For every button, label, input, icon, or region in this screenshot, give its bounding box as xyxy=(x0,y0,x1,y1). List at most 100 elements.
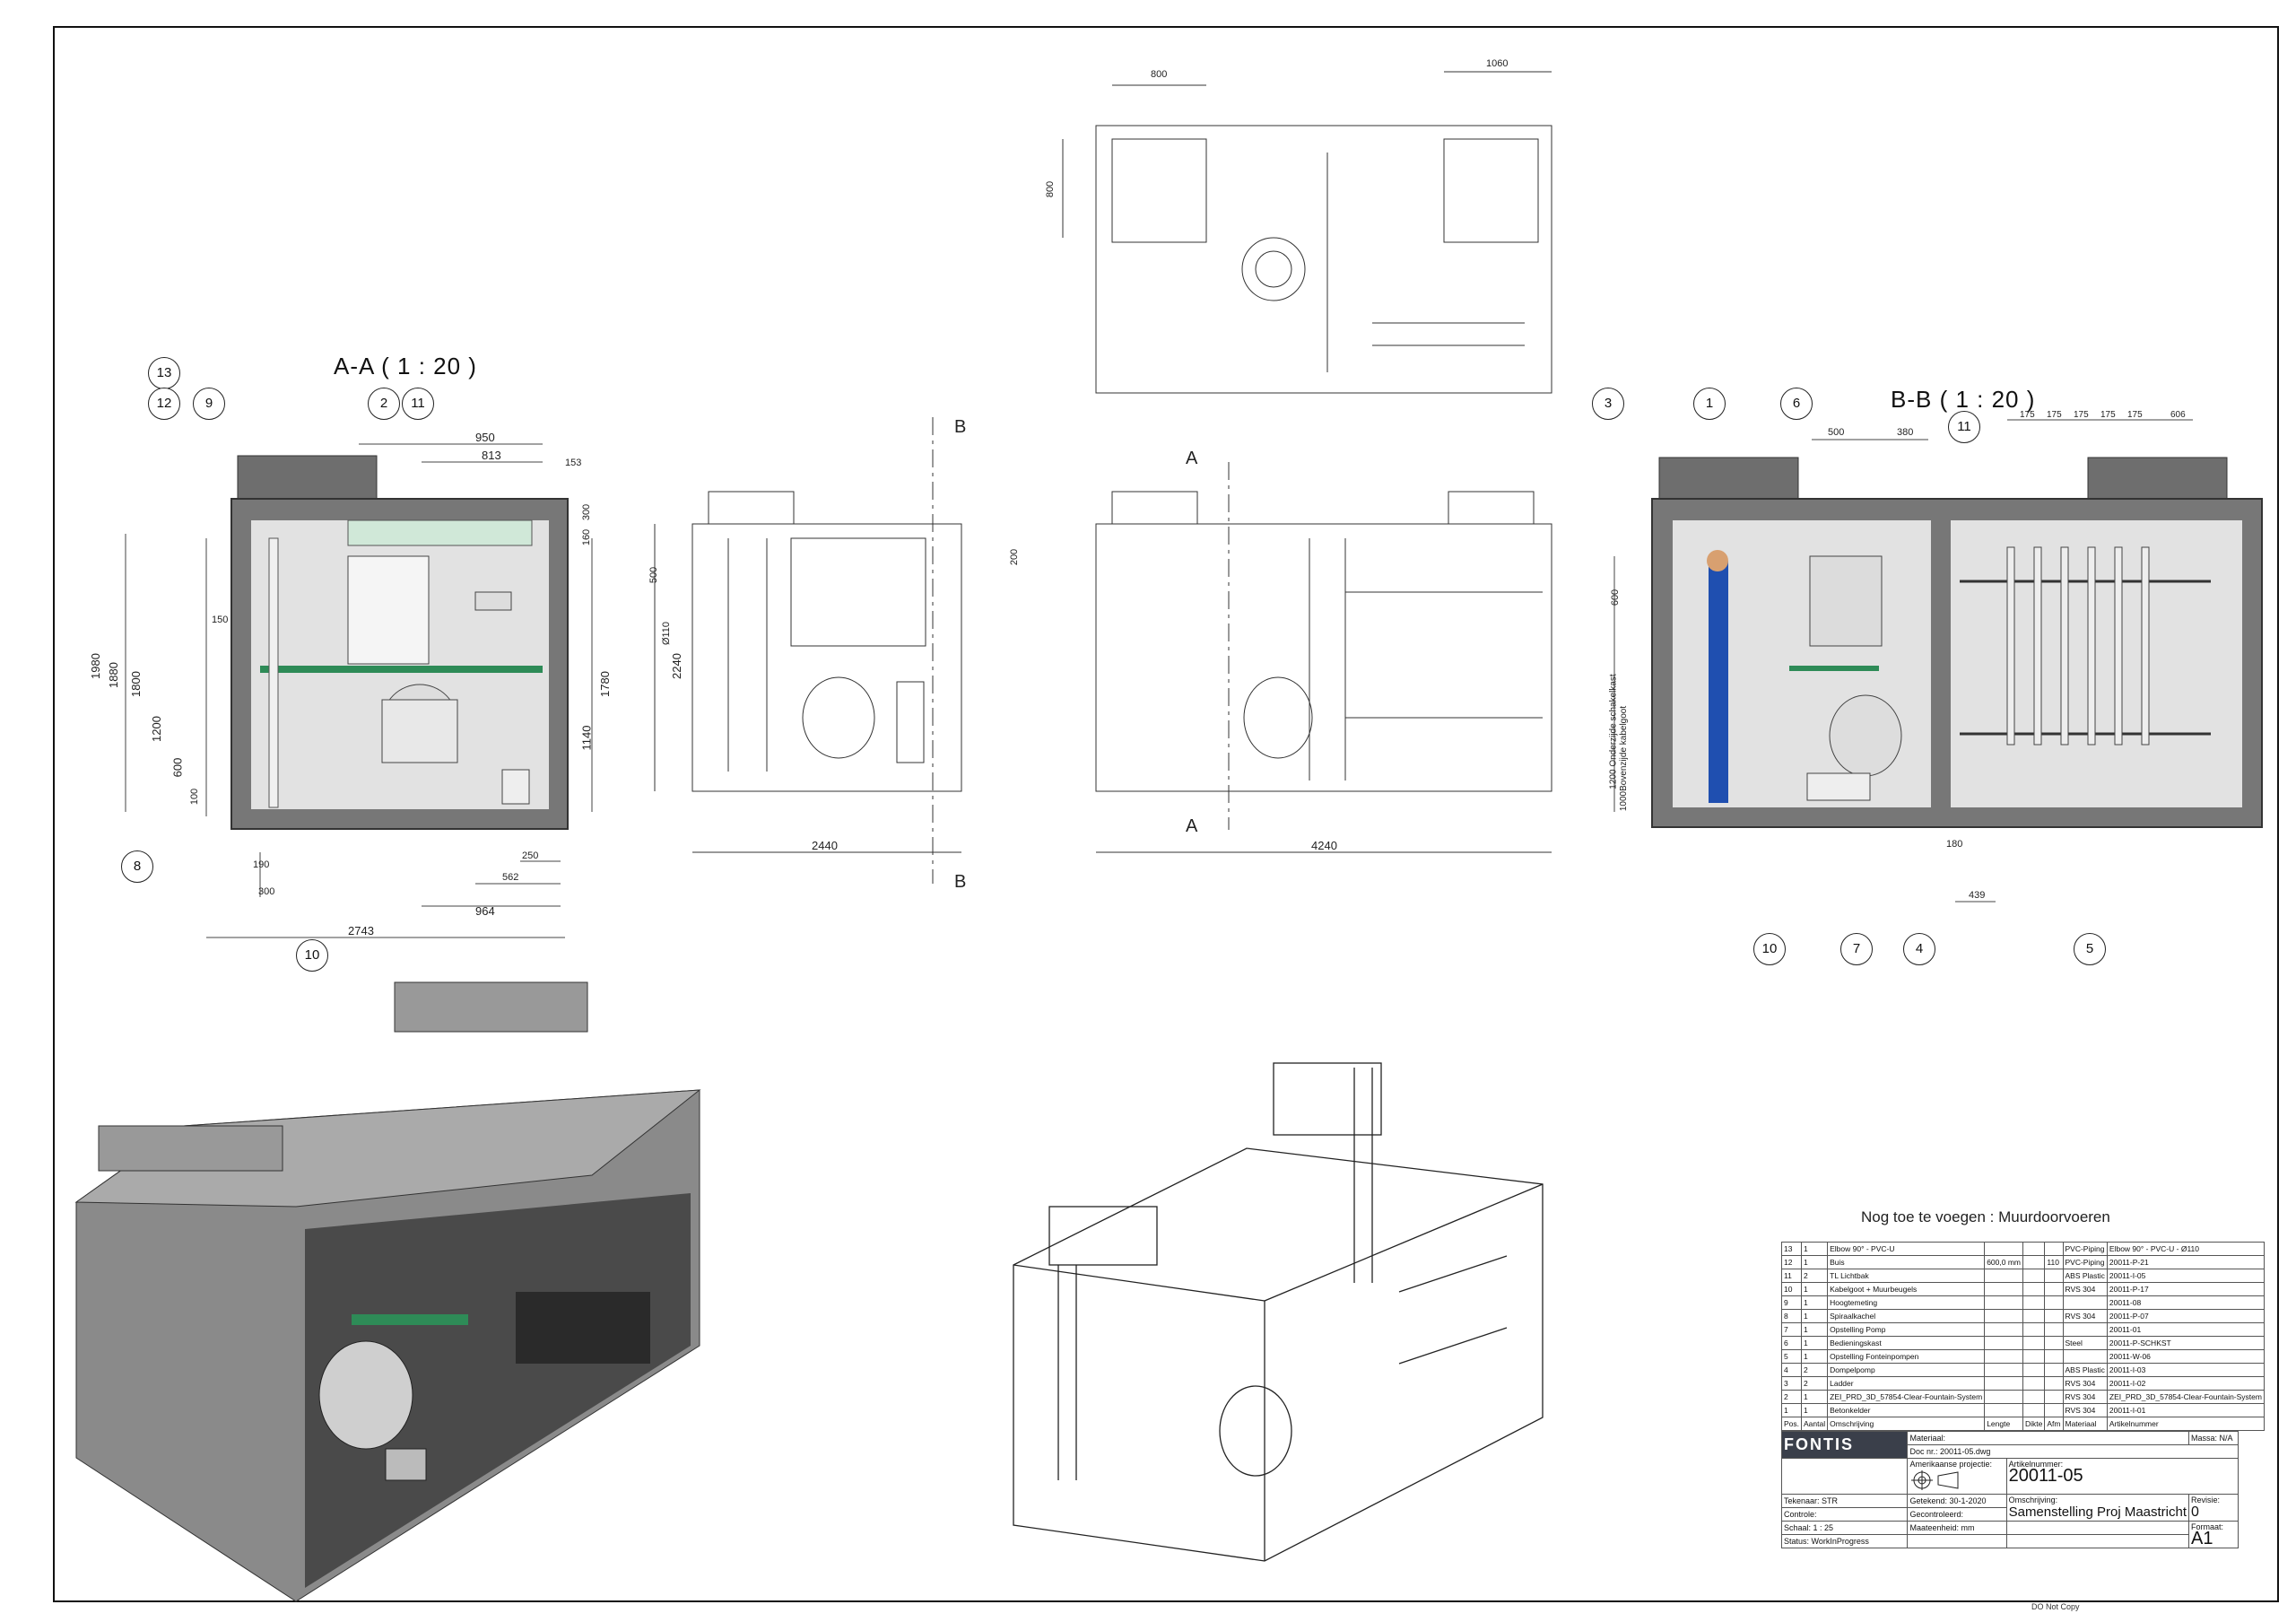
bom-cell-afm xyxy=(2044,1363,2064,1377)
section-mark-a-top: A xyxy=(1186,449,1198,468)
bom-cell-dikte xyxy=(2022,1309,2046,1323)
dim-label: 800 xyxy=(1045,180,1057,198)
bom-cell-mat xyxy=(2062,1322,2108,1337)
revisie-value: 0 xyxy=(2191,1504,2199,1520)
bom-cell-mat: RVS 304 xyxy=(2062,1390,2108,1404)
artnr-value: 20011-05 xyxy=(2008,1466,2083,1486)
bom-cell-len xyxy=(1984,1376,2023,1391)
dim-label: 950 xyxy=(475,431,495,444)
bom-cell-qty: 1 xyxy=(1801,1309,1829,1323)
bom-cell-len xyxy=(1984,1242,2023,1256)
bom-cell-art: ZEI_PRD_3D_57854-Clear-Fountain-System xyxy=(2106,1390,2265,1404)
callout-balloon: 10 xyxy=(296,939,328,972)
status-label: Status: xyxy=(1784,1536,1810,1546)
dim-label: 800 xyxy=(1151,69,1168,80)
bom-cell-pos: 4 xyxy=(1780,1363,1803,1377)
bom-cell-pos: 8 xyxy=(1780,1309,1803,1323)
bom-cell-pos: 10 xyxy=(1780,1282,1803,1296)
doc-value: 20011-05.dwg xyxy=(1940,1446,1991,1456)
dim-label: 1980 xyxy=(88,653,102,679)
dim-label: 1060 xyxy=(1486,58,1509,69)
bom-cell-len xyxy=(1984,1336,2023,1350)
bom-cell-art: 20011-I-01 xyxy=(2106,1403,2265,1417)
section-aa-view xyxy=(125,443,593,938)
callout-balloon: 2 xyxy=(368,388,400,420)
bom-cell-dikte xyxy=(2022,1403,2046,1417)
bom-cell-afm xyxy=(2044,1269,2064,1283)
callout-balloon: 10 xyxy=(1753,933,1786,965)
dim-label: 300 xyxy=(581,503,593,521)
bom-cell-afm xyxy=(2044,1403,2064,1417)
doc-label: Doc nr.: xyxy=(1909,1446,1938,1456)
bom-cell-art: 20011-P-SCHKST xyxy=(2106,1336,2265,1350)
bom-header: Materiaal xyxy=(2062,1417,2108,1431)
bom-cell-len xyxy=(1984,1349,2023,1364)
callout-balloon: 6 xyxy=(1780,388,1813,420)
bom-cell-mat: RVS 304 xyxy=(2062,1403,2108,1417)
controle-label: Controle: xyxy=(1784,1509,1817,1519)
dim-label: 1140 xyxy=(579,725,594,751)
bom-cell-desc: Kabelgoot + Muurbeugels xyxy=(1827,1282,1986,1296)
bom-header: Aantal xyxy=(1801,1417,1829,1431)
bom-cell-afm xyxy=(2044,1242,2064,1256)
bom-cell-art: 20011-08 xyxy=(2106,1295,2265,1310)
dim-label: 1000Bovenzijde kabelgoot xyxy=(1619,705,1630,812)
footer-notice: DO Not Copy xyxy=(2031,1602,2080,1611)
bom-cell-mat: Steel xyxy=(2062,1336,2108,1350)
title-info-table: FONTIS Materiaal: Massa: N/A Doc nr.: 20… xyxy=(1780,1431,2239,1548)
bom-cell-mat: PVC-Piping xyxy=(2062,1242,2108,1256)
section-mark-b-bottom: B xyxy=(954,872,967,892)
bom-cell-mat: RVS 304 xyxy=(2062,1309,2108,1323)
getekend-value: 30-1-2020 xyxy=(1949,1496,1987,1505)
bom-cell-desc: Opstelling Pomp xyxy=(1827,1322,1986,1337)
bom-cell-pos: 7 xyxy=(1780,1322,1803,1337)
dim-label: 2743 xyxy=(348,924,374,937)
note-to-add: Nog toe te voegen : Muurdoorvoeren xyxy=(1861,1208,2110,1225)
callout-balloon: 3 xyxy=(1592,388,1624,420)
projection-symbol-icon xyxy=(1911,1470,1959,1490)
bom-cell-desc: Spiraalkachel xyxy=(1827,1309,1986,1323)
bom-header-row: Pos. Aantal Omschrijving Lengte Dikte Af… xyxy=(1780,1417,2265,1431)
callout-balloon: 1 xyxy=(1693,388,1726,420)
dim-label: 4240 xyxy=(1311,839,1337,852)
dim-label: 439 xyxy=(1969,890,1986,901)
artnr-label: Artikelnummer: xyxy=(2008,1460,2064,1469)
bom-cell-qty: 1 xyxy=(1801,1295,1829,1310)
bom-cell-dikte xyxy=(2022,1376,2046,1391)
dim-label: 175 xyxy=(2127,410,2143,420)
dim-label: 500 xyxy=(1828,427,1845,438)
isometric-shaded-view xyxy=(74,981,701,1602)
bom-cell-len xyxy=(1984,1269,2023,1283)
bom-cell-mat: ABS Plastic xyxy=(2062,1363,2108,1377)
bom-cell-desc: Elbow 90° - PVC-U xyxy=(1827,1242,1986,1256)
bom-cell-mat: ABS Plastic xyxy=(2062,1269,2108,1283)
bom-cell-desc: Hoogtemeting xyxy=(1827,1295,1986,1310)
bom-cell-dikte xyxy=(2022,1242,2046,1256)
front-elevation-view xyxy=(1095,462,1552,853)
bom-cell-art: 20011-P-07 xyxy=(2106,1309,2265,1323)
bom-cell-len: 600,0 mm xyxy=(1984,1255,2023,1269)
getekend-label: Getekend: xyxy=(1909,1496,1948,1505)
bom-cell-afm xyxy=(2044,1322,2064,1337)
bom-cell-qty: 1 xyxy=(1801,1322,1829,1337)
dim-label: 150 xyxy=(212,615,229,625)
bom-cell-desc: Buis xyxy=(1827,1255,1986,1269)
bom-header: Lengte xyxy=(1984,1417,2023,1431)
section-bb-view xyxy=(1613,419,2263,903)
bom-cell-len xyxy=(1984,1322,2023,1337)
bom-cell-afm xyxy=(2044,1376,2064,1391)
bom-cell-pos: 11 xyxy=(1780,1269,1803,1283)
bom-cell-pos: 9 xyxy=(1780,1295,1803,1310)
projection-label: Amerikaanse projectie: xyxy=(1909,1460,1993,1469)
dim-label: 190 xyxy=(253,859,270,870)
maateenheid-label: Maateenheid: xyxy=(1909,1522,1960,1532)
bom-cell-len xyxy=(1984,1390,2023,1404)
dim-label: 300 xyxy=(258,886,275,897)
bom-cell-mat: RVS 304 xyxy=(2062,1376,2108,1391)
